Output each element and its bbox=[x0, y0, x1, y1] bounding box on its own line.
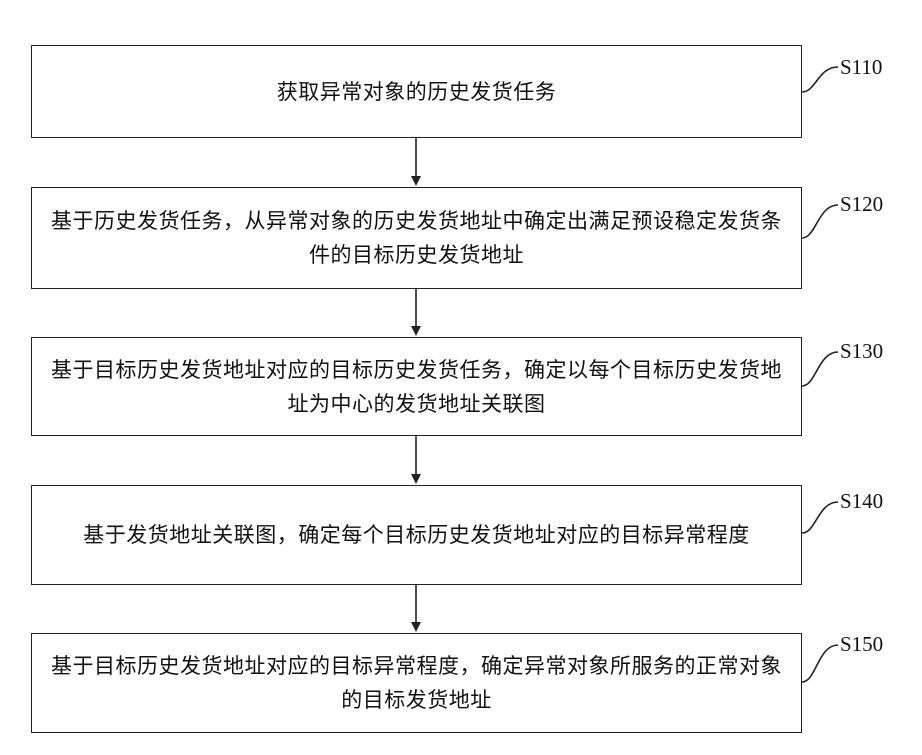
step-text-s130: 基于目标历史发货地址对应的目标历史发货任务，确定以每个目标历史发货地址为中心的发… bbox=[44, 353, 789, 421]
step-label-s150: S150 bbox=[840, 632, 883, 657]
leader-line-s150 bbox=[802, 645, 838, 682]
leader-line-s120 bbox=[802, 205, 838, 238]
step-box-s140: 基于发货地址关联图，确定每个目标历史发货地址对应的目标异常程度 bbox=[31, 485, 802, 585]
step-box-s150: 基于目标历史发货地址对应的目标异常程度，确定异常对象所服务的正常对象的目标发货地… bbox=[31, 633, 802, 733]
leader-line-s130 bbox=[802, 352, 838, 386]
leader-line-s110 bbox=[802, 67, 838, 92]
step-text-s140: 基于发货地址关联图，确定每个目标历史发货地址对应的目标异常程度 bbox=[83, 518, 750, 552]
step-box-s110: 获取异常对象的历史发货任务 bbox=[31, 45, 802, 138]
step-label-s110: S110 bbox=[840, 55, 882, 80]
step-label-s140: S140 bbox=[840, 489, 883, 514]
step-box-s130: 基于目标历史发货地址对应的目标历史发货任务，确定以每个目标历史发货地址为中心的发… bbox=[31, 337, 802, 436]
step-label-s120: S120 bbox=[840, 192, 883, 217]
step-text-s150: 基于目标历史发货地址对应的目标异常程度，确定异常对象所服务的正常对象的目标发货地… bbox=[44, 649, 789, 717]
step-text-s110: 获取异常对象的历史发货任务 bbox=[277, 75, 557, 109]
step-text-s120: 基于历史发货任务，从异常对象的历史发货地址中确定出满足预设稳定发货条件的目标历史… bbox=[44, 204, 789, 272]
leader-line-s140 bbox=[802, 502, 838, 533]
step-label-s130: S130 bbox=[840, 339, 883, 364]
step-box-s120: 基于历史发货任务，从异常对象的历史发货地址中确定出满足预设稳定发货条件的目标历史… bbox=[31, 187, 802, 289]
